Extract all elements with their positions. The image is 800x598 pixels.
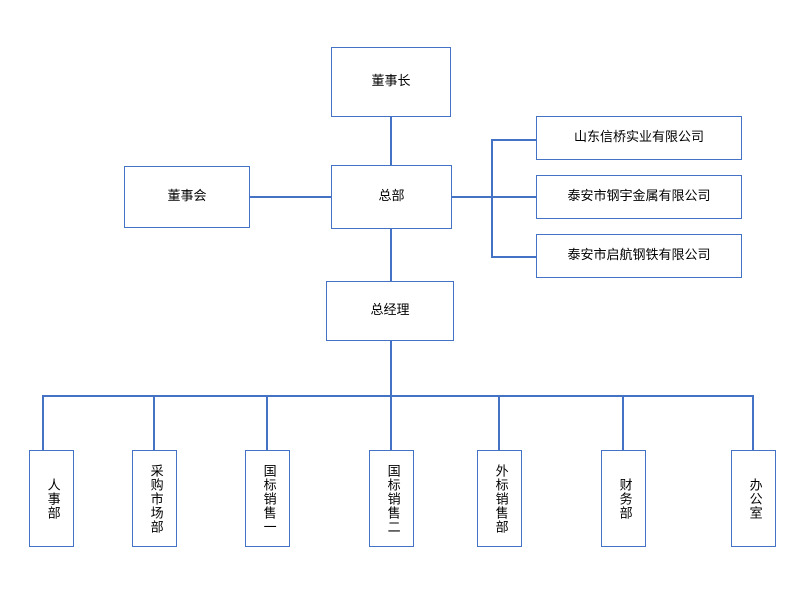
node-department-national-sales-one[interactable]: 国标销售一 xyxy=(245,450,290,547)
node-department-procurement-market[interactable]: 采购市场部 xyxy=(132,450,177,547)
node-subsidiary-taian-gangyu[interactable]: 泰安市钢宇金属有限公司 xyxy=(536,175,742,219)
node-department-human-resources[interactable]: 人事部 xyxy=(29,450,74,547)
connector-headquarters-to-subsidiary-bus xyxy=(452,196,492,198)
connector-bus-to-department-4 xyxy=(390,395,392,450)
node-chairman[interactable]: 董事长 xyxy=(331,47,451,117)
connector-bus-to-subsidiary-3 xyxy=(491,256,536,258)
connector-general-manager-to-department-bus xyxy=(390,341,392,396)
connector-headquarters-to-general-manager xyxy=(390,229,392,281)
node-department-finance[interactable]: 财务部 xyxy=(601,450,646,547)
node-headquarters[interactable]: 总部 xyxy=(331,165,452,229)
connector-bus-to-department-7 xyxy=(752,395,754,450)
connector-bus-to-department-2 xyxy=(153,395,155,450)
node-department-national-sales-two[interactable]: 国标销售二 xyxy=(369,450,414,547)
node-subsidiary-taian-qihang[interactable]: 泰安市启航钢铁有限公司 xyxy=(536,234,742,278)
connector-board-to-headquarters xyxy=(250,196,331,198)
connector-bus-to-department-1 xyxy=(42,395,44,450)
node-department-office[interactable]: 办公室 xyxy=(731,450,776,547)
node-general-manager[interactable]: 总经理 xyxy=(326,281,454,341)
connector-bus-to-department-5 xyxy=(498,395,500,450)
connector-bus-to-department-3 xyxy=(266,395,268,450)
connector-bus-to-subsidiary-2 xyxy=(491,196,536,198)
node-department-foreign-standard-sales[interactable]: 外标销售部 xyxy=(477,450,522,547)
node-subsidiary-shandong-xinqiao[interactable]: 山东信桥实业有限公司 xyxy=(536,116,742,160)
connector-chairman-to-headquarters xyxy=(390,117,392,165)
connector-bus-to-department-6 xyxy=(622,395,624,450)
connector-department-bus xyxy=(42,395,754,397)
node-board[interactable]: 董事会 xyxy=(124,166,250,228)
connector-subsidiary-bus-vertical xyxy=(491,139,493,257)
connector-bus-to-subsidiary-1 xyxy=(491,139,536,141)
